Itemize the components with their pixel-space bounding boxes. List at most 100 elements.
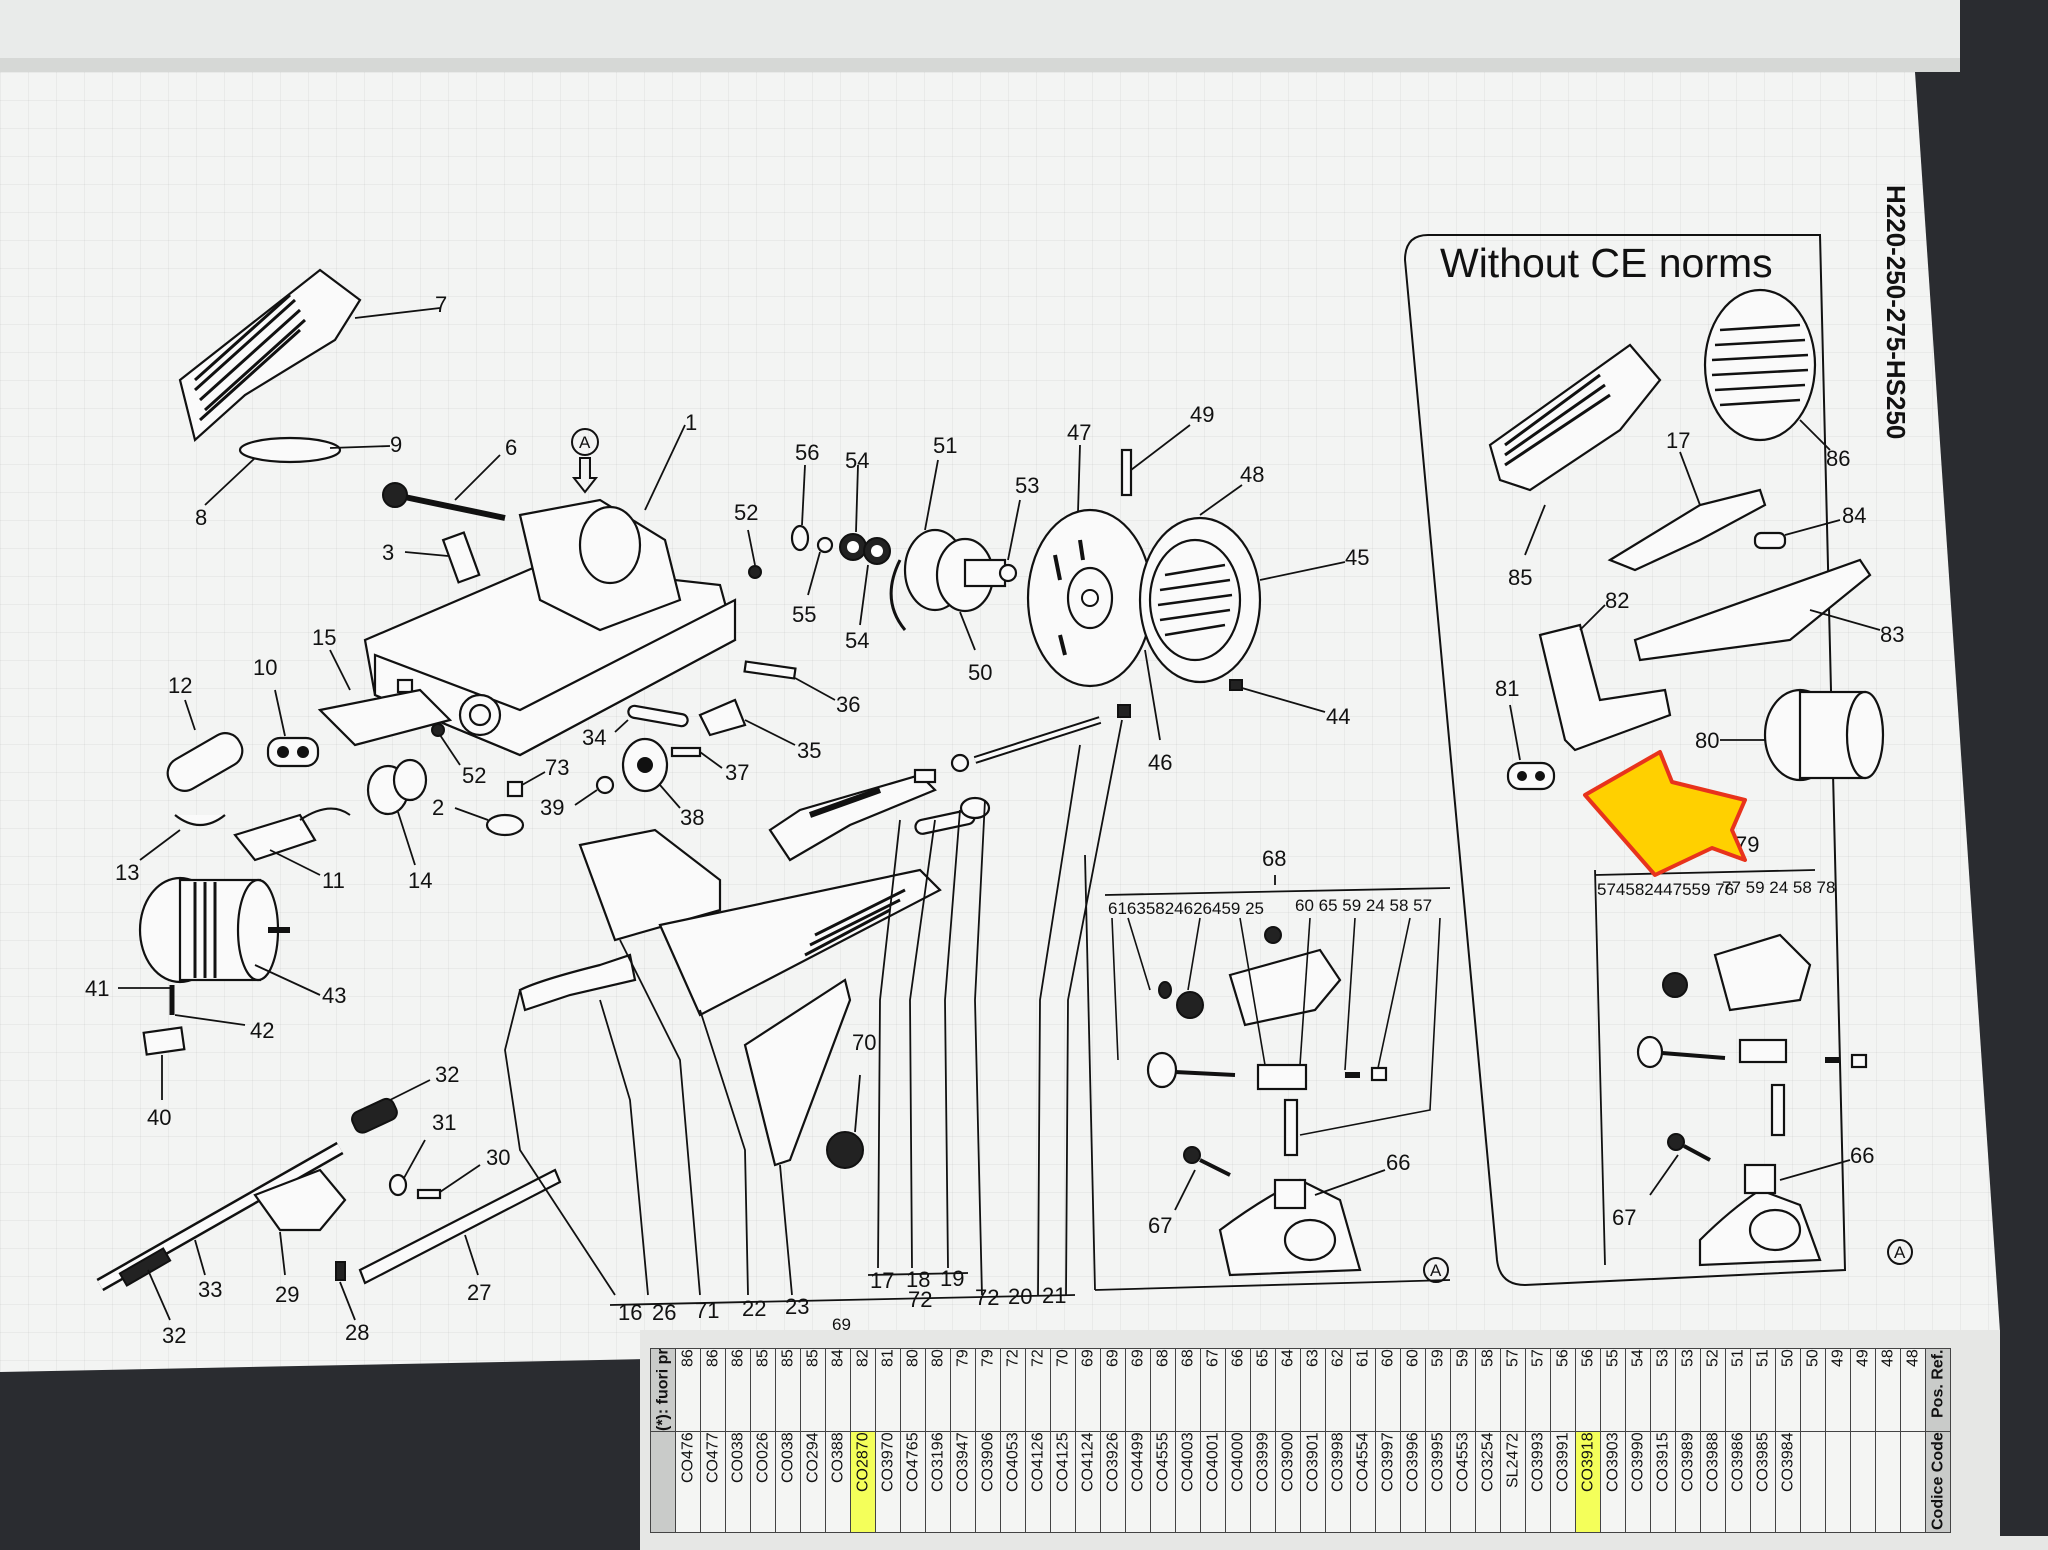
label-2: 2: [432, 795, 444, 820]
pos-cell: 55: [1600, 1348, 1626, 1432]
code-cell: CO3996: [1400, 1431, 1426, 1533]
label-45: 45: [1345, 545, 1369, 570]
label-32b: 32: [162, 1323, 186, 1348]
code-cell: [1800, 1431, 1826, 1533]
label-54b: 54: [845, 628, 869, 653]
pos-cell: 57: [1500, 1348, 1526, 1432]
pos-cell: 52: [1700, 1348, 1726, 1432]
pos-cell: 59: [1425, 1348, 1451, 1432]
pos-cell: 62: [1325, 1348, 1351, 1432]
pos-cell: 64: [1275, 1348, 1301, 1432]
code-cell: [1825, 1431, 1851, 1533]
label-50: 50: [968, 660, 992, 685]
part-6-knob: [382, 482, 408, 508]
code-cell: CO4553: [1450, 1431, 1476, 1533]
pos-cell: 69: [1075, 1348, 1101, 1432]
label-51: 51: [933, 433, 957, 458]
label-31: 31: [432, 1110, 456, 1135]
detail-a-group: 68 61635824626459 25 60 65 59 24 58 57 6…: [1084, 846, 1451, 1291]
label-71: 71: [695, 1298, 719, 1323]
code-cell: CO4765: [900, 1431, 926, 1533]
label-11: 11: [322, 868, 345, 893]
label-42: 42: [250, 1018, 274, 1043]
label-16: 16: [618, 1300, 642, 1325]
part-56-ring: [790, 524, 810, 552]
parts-table: (*): fuori produzione 86 86 86 85 85 85 …: [650, 1348, 1951, 1533]
detail-a-label-67: 67: [1148, 1213, 1172, 1238]
pos-cell: 59: [1450, 1348, 1476, 1432]
label-32a: 32: [435, 1062, 459, 1087]
pos-cell: 86: [700, 1348, 726, 1432]
pos-cell: 63: [1300, 1348, 1326, 1432]
pos-cell: 70: [1050, 1348, 1076, 1432]
label-49: 49: [1190, 402, 1214, 427]
label-70: 70: [852, 1030, 876, 1055]
label-1: 1: [685, 410, 697, 435]
pos-cell: 48: [1900, 1348, 1926, 1432]
pos-cell: 51: [1750, 1348, 1776, 1432]
pos-cell: 49: [1825, 1348, 1851, 1432]
label-28: 28: [345, 1320, 369, 1345]
label-46: 46: [1148, 750, 1172, 775]
part-10-switch: [266, 736, 320, 768]
part-45-ring-guard: [1138, 516, 1262, 684]
code-cell: CO4001: [1200, 1431, 1226, 1533]
marker-a-main: A: [579, 433, 591, 452]
code-cell: CO3989: [1675, 1431, 1701, 1533]
ce-marker: A: [1894, 1243, 1906, 1262]
pos-cell: 81: [875, 1348, 901, 1432]
code-cell: CO3906: [975, 1431, 1001, 1533]
code-cell: CO3984: [1775, 1431, 1801, 1533]
part-36-bar: [743, 660, 797, 680]
pos-header: Pos. Ref.: [1925, 1348, 1951, 1432]
label-68: 68: [1262, 846, 1286, 871]
code-cell: CO3196: [925, 1431, 951, 1533]
label-72a: 72: [908, 1287, 932, 1312]
ce-label-80: 80: [1695, 728, 1719, 753]
part-40-plate: [142, 1026, 186, 1056]
part-39-washer: [595, 775, 615, 795]
pos-cell: 72: [1000, 1348, 1026, 1432]
code-cell-highlighted: CO3918: [1575, 1431, 1601, 1533]
part-27-bar: [358, 1168, 562, 1285]
part-49-pin: [1120, 448, 1133, 497]
part-handle: [768, 773, 937, 862]
pos-cell: 84: [825, 1348, 851, 1432]
label-40: 40: [147, 1105, 171, 1130]
code-cell: CO038: [775, 1431, 801, 1533]
code-cell: CO3993: [1525, 1431, 1551, 1533]
label-36: 36: [836, 692, 860, 717]
code-cell: [650, 1431, 676, 1533]
code-cell: CO4000: [1225, 1431, 1251, 1533]
label-53: 53: [1015, 473, 1039, 498]
pos-cell: 54: [1625, 1348, 1651, 1432]
detail-a-label-66: 66: [1386, 1150, 1410, 1175]
label-30: 30: [486, 1145, 510, 1170]
pos-cell: 85: [775, 1348, 801, 1432]
model-code: H220-250-275-HS250: [1881, 185, 1911, 440]
code-cell: CO476: [675, 1431, 701, 1533]
pos-cell: 69: [1125, 1348, 1151, 1432]
label-34: 34: [582, 725, 606, 750]
part-9-bracket: [238, 436, 342, 464]
ce-label-81: 81: [1495, 676, 1519, 701]
positions-row: (*): fuori produzione 86 86 86 85 85 85 …: [650, 1348, 1951, 1432]
code-cell: CO4126: [1025, 1431, 1051, 1533]
detail-a-row-right: 60 65 59 24 58 57: [1295, 896, 1432, 915]
code-cell: CO3900: [1275, 1431, 1301, 1533]
label-38: 38: [680, 805, 704, 830]
label-29: 29: [275, 1282, 299, 1307]
code-cell: [1850, 1431, 1876, 1533]
label-55: 55: [792, 602, 816, 627]
part-43-motor: [138, 876, 290, 984]
code-cell: CO3997: [1375, 1431, 1401, 1533]
code-cell: CO4124: [1075, 1431, 1101, 1533]
label-35: 35: [797, 738, 821, 763]
label-26: 26: [652, 1300, 676, 1325]
code-cell: CO3990: [1625, 1431, 1651, 1533]
part-7-guard: [178, 268, 362, 443]
code-cell: CO4003: [1175, 1431, 1201, 1533]
codes-row: CO476 CO477 CO038 CO026 CO038 CO294 CO38…: [650, 1431, 1951, 1533]
